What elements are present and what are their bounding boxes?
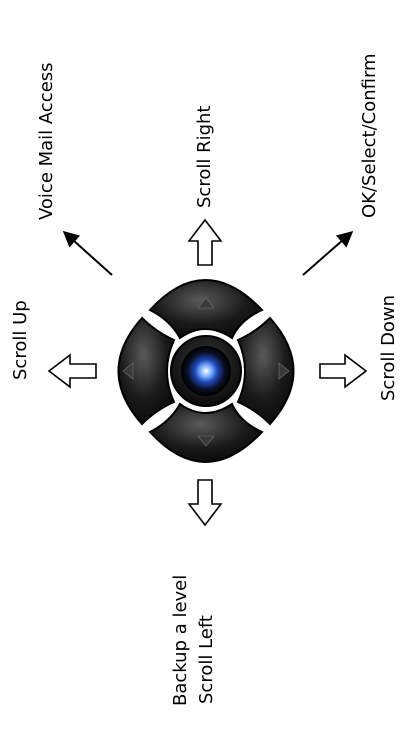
dpad-left-button[interactable] bbox=[117, 316, 176, 426]
dpad-right-button[interactable] bbox=[236, 316, 295, 426]
voice-mail-pointer-arrow bbox=[62, 230, 113, 276]
scroll-right-up-arrow-icon bbox=[187, 218, 223, 266]
scroll-up-label: Scroll Up bbox=[10, 300, 31, 380]
backup-a-level-label: Backup a level bbox=[170, 574, 191, 706]
backup-down-arrow-icon bbox=[187, 479, 223, 527]
voice-mail-access-label: Voice Mail Access bbox=[36, 62, 57, 220]
scroll-down-right-arrow-icon bbox=[319, 353, 368, 389]
scroll-up-left-arrow-icon bbox=[47, 353, 97, 389]
ok-select-confirm-label: OK/Select/Confirm bbox=[359, 53, 380, 218]
navigation-pad bbox=[117, 279, 295, 463]
dpad-top-button[interactable] bbox=[148, 279, 264, 340]
scroll-left-label: Scroll Left bbox=[196, 615, 217, 704]
scroll-down-label: Scroll Down bbox=[378, 294, 399, 401]
scroll-right-label: Scroll Right bbox=[194, 105, 215, 208]
dpad-bottom-button[interactable] bbox=[148, 402, 264, 463]
center-blue-light bbox=[181, 346, 231, 396]
ok-select-pointer-arrow bbox=[302, 230, 354, 276]
